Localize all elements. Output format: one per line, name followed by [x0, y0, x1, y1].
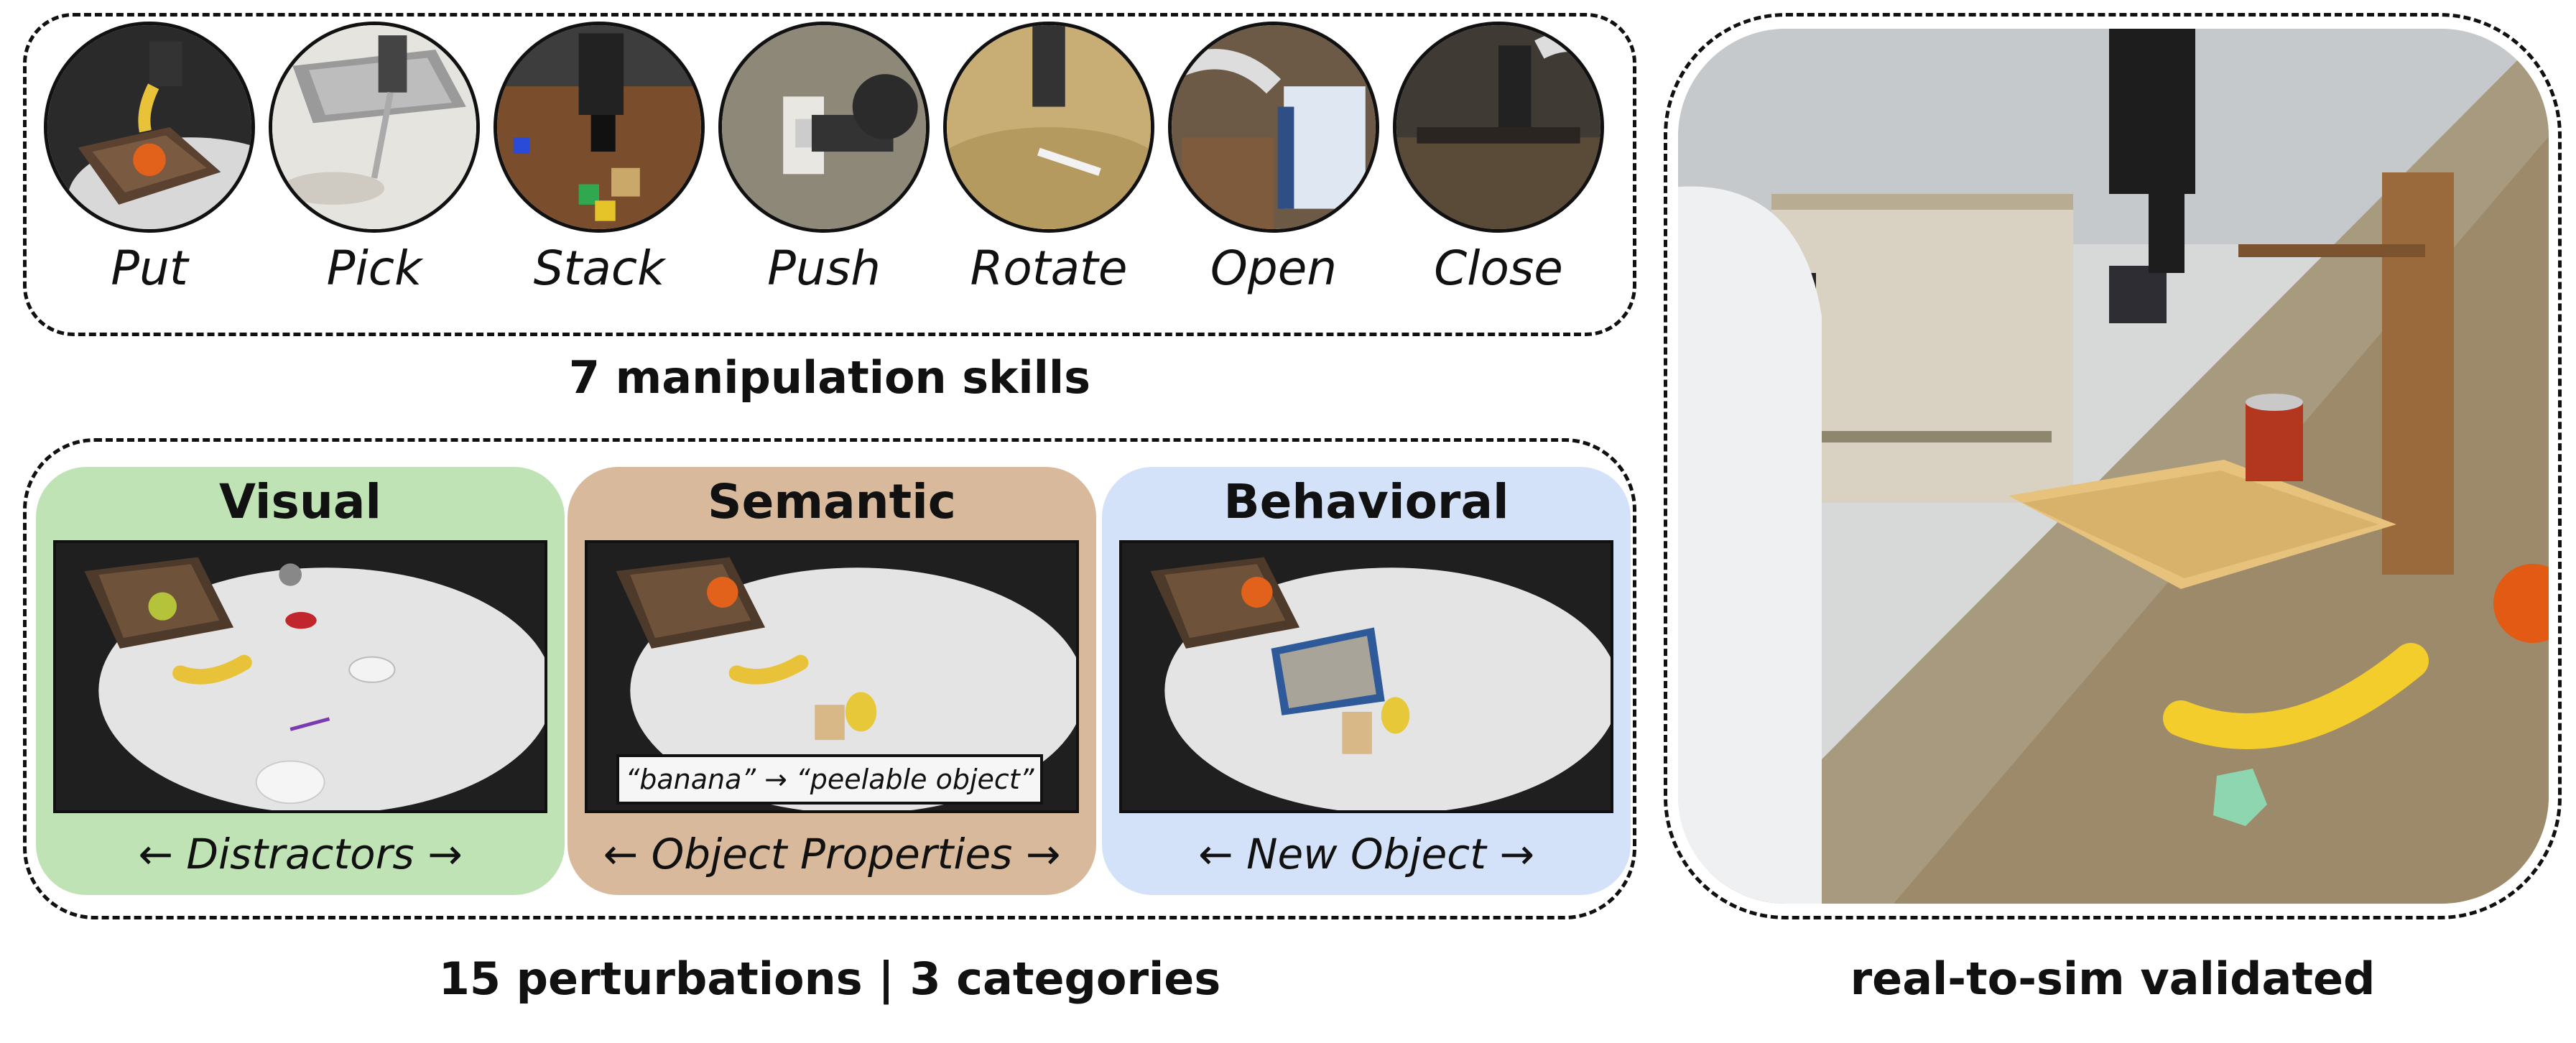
panel-visual: Visual ← Distractors → [36, 467, 565, 895]
panel-visual-footer: ← Distractors → [138, 830, 463, 879]
skill-put-label: Put [111, 241, 188, 296]
real-to-sim-image [1678, 29, 2549, 904]
real-to-sim-frame [1664, 13, 2562, 919]
skill-close-image [1393, 22, 1604, 233]
skill-rotate: Rotate [941, 22, 1157, 295]
skill-push: Push [716, 22, 932, 295]
panel-behavioral-title: Behavioral [1223, 474, 1509, 529]
skill-pick: Pick [267, 22, 482, 295]
skill-put: Put [42, 22, 257, 295]
skill-rotate-label: Rotate [970, 241, 1128, 296]
panel-semantic-scene: “banana” → “peelable object” [585, 540, 1079, 813]
skill-open-image [1168, 22, 1379, 233]
semantic-instruction-note: “banana” → “peelable object” [616, 754, 1043, 805]
skill-pick-label: Pick [326, 241, 422, 296]
skill-pick-image [269, 22, 480, 233]
real-to-sim-caption: real-to-sim validated [1850, 952, 2376, 1005]
panel-semantic: Semantic “banana” → “peelable object” ← … [567, 467, 1096, 895]
skill-close: Close [1391, 22, 1606, 295]
skill-stack-image [494, 22, 705, 233]
panel-behavioral: Behavioral ← New Object → [1102, 467, 1631, 895]
panel-semantic-title: Semantic [708, 474, 956, 529]
panel-visual-scene [53, 540, 547, 813]
skill-push-label: Push [767, 241, 881, 296]
skills-frame [23, 13, 1636, 336]
panel-visual-title: Visual [219, 474, 381, 529]
skills-caption: 7 manipulation skills [568, 351, 1091, 404]
skill-rotate-image [943, 22, 1154, 233]
panel-semantic-footer: ← Object Properties → [603, 830, 1061, 879]
panel-behavioral-scene [1119, 540, 1613, 813]
skill-open: Open [1166, 22, 1381, 295]
perturbations-caption: 15 perturbations | 3 categories [438, 952, 1221, 1005]
skill-push-image [718, 22, 930, 233]
panel-behavioral-footer: ← New Object → [1198, 830, 1534, 879]
skill-close-label: Close [1434, 241, 1563, 296]
skill-stack: Stack [491, 22, 707, 295]
skill-put-image [44, 22, 255, 233]
perturbations-frame [23, 438, 1636, 919]
skill-open-label: Open [1210, 241, 1338, 296]
skill-stack-label: Stack [533, 241, 665, 296]
